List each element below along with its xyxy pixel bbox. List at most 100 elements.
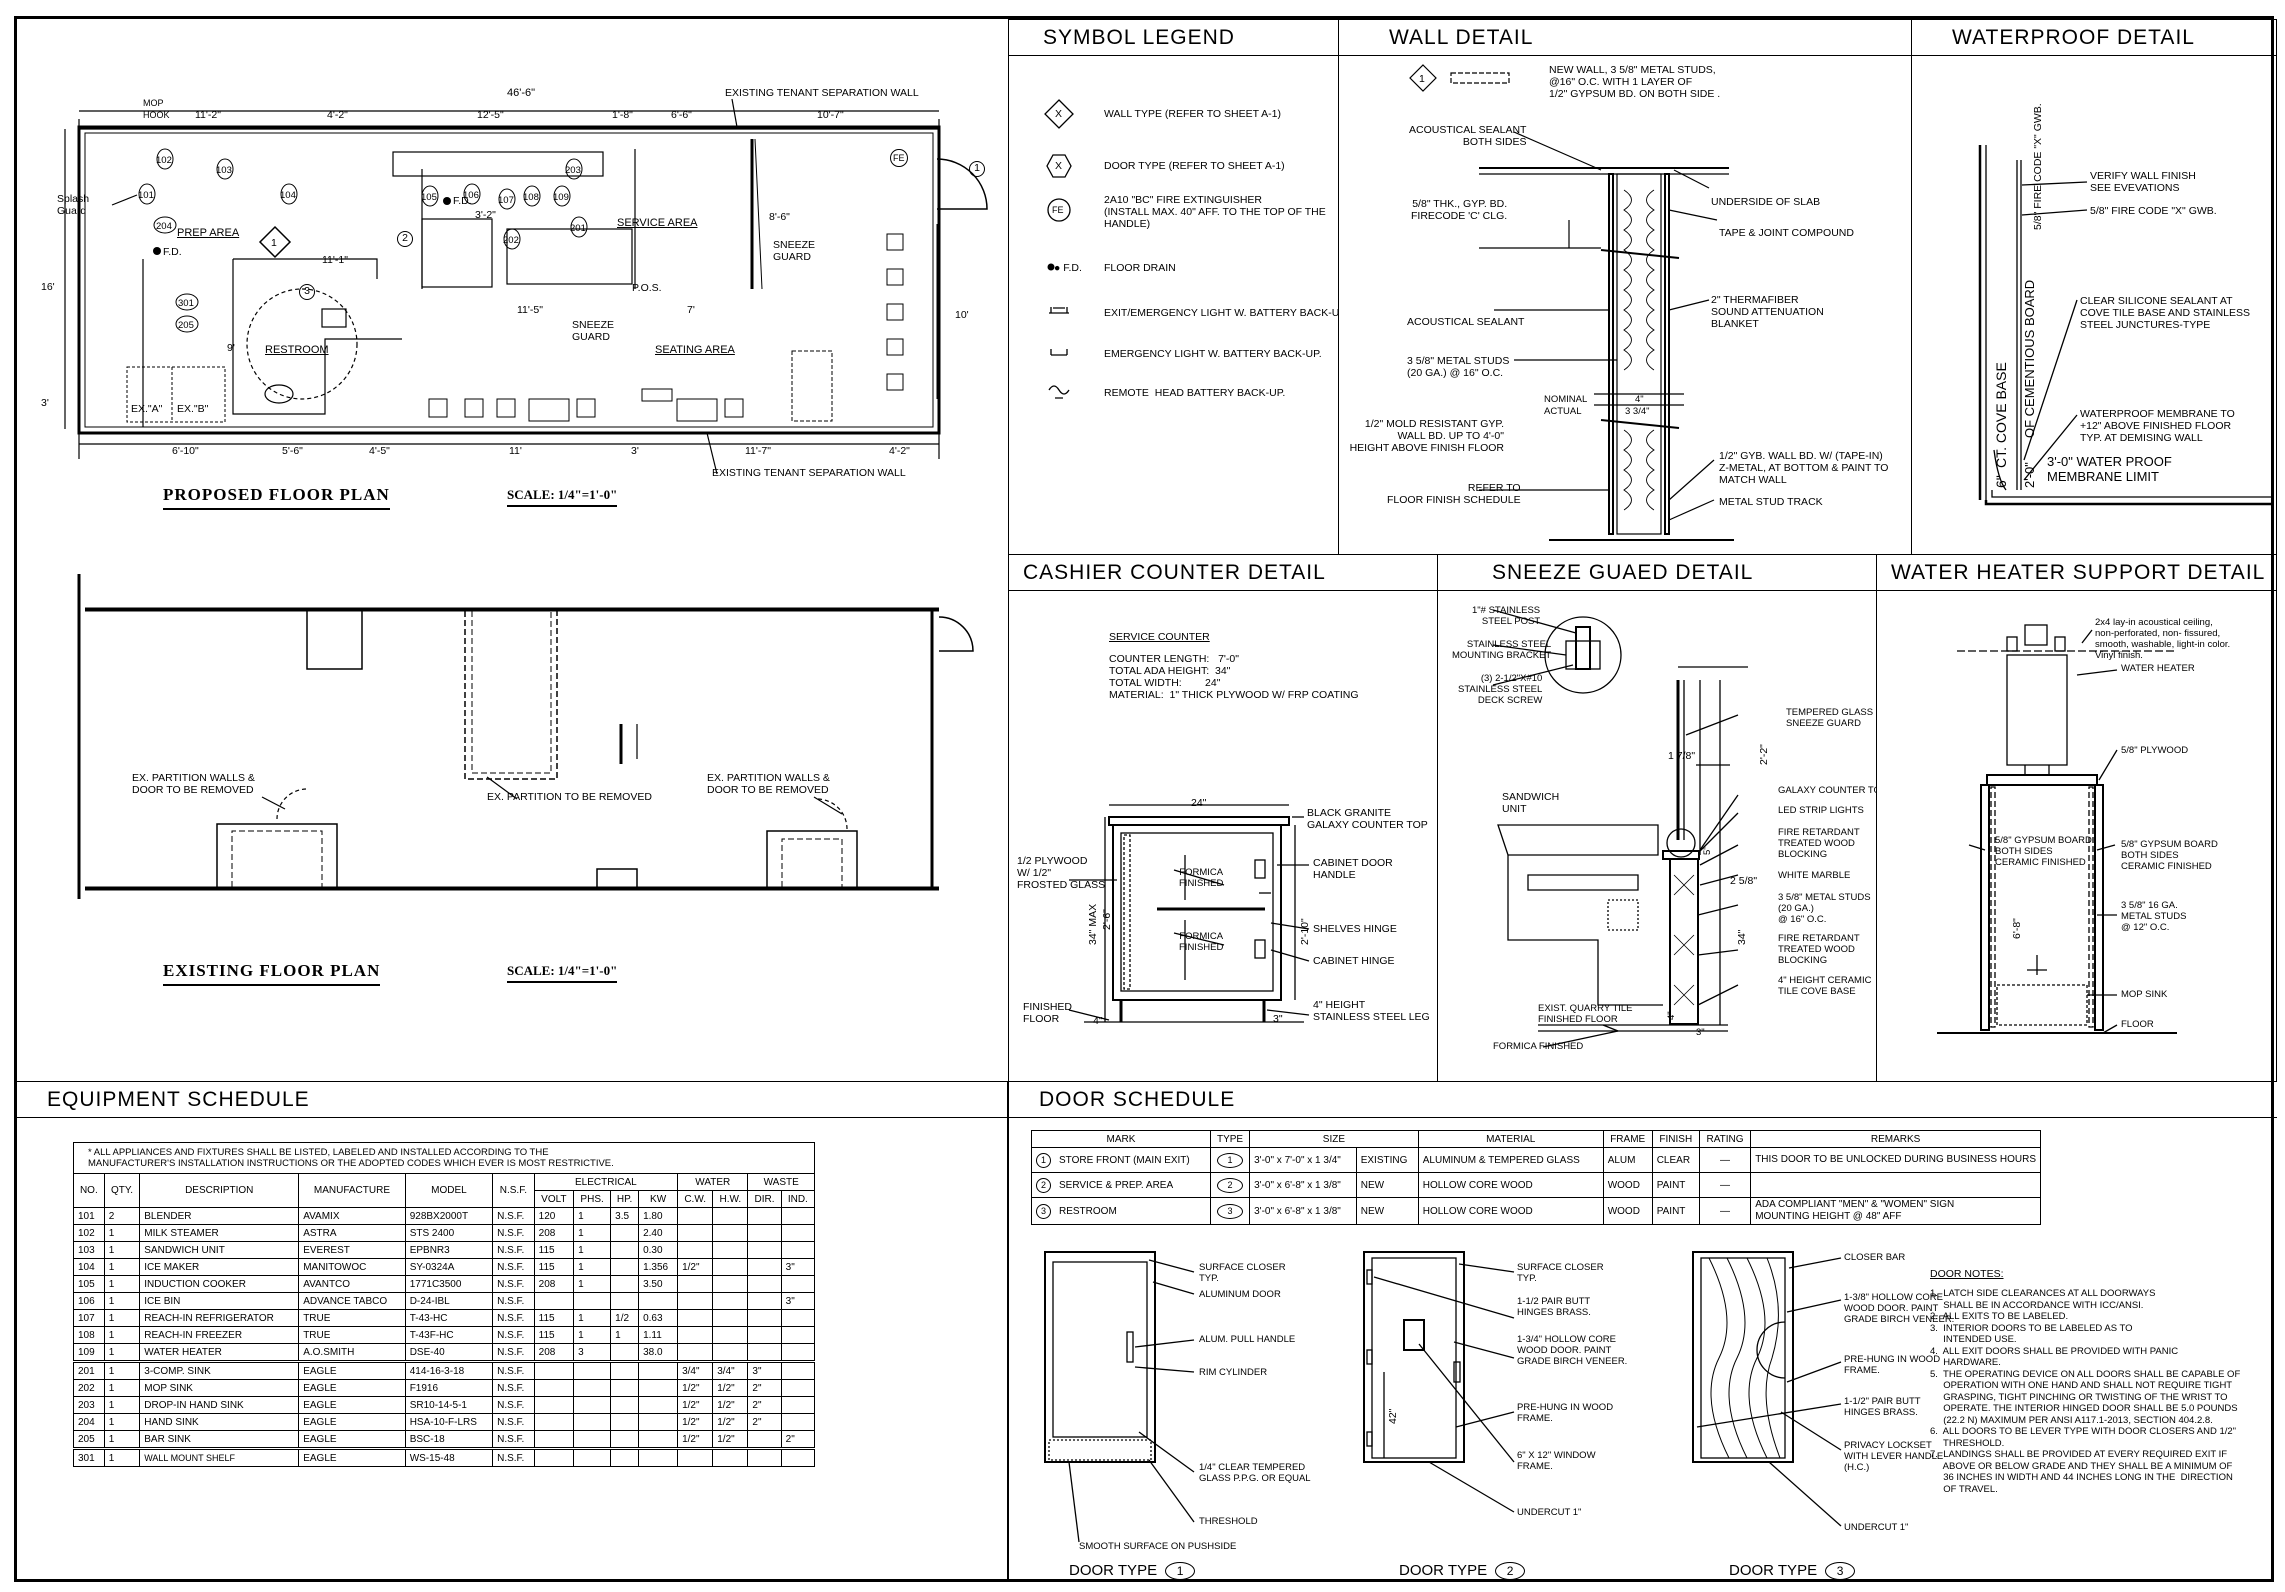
table-cell — [780, 1448, 816, 1467]
table-cell: 1/2" — [677, 1379, 714, 1397]
service-counter-specs: COUNTER LENGTH: 7'-0" TOTAL ADA HEIGHT: … — [1109, 653, 1359, 701]
wall-section-drawing — [1409, 64, 1734, 541]
table-cell: 414-16-3-18 — [404, 1361, 494, 1380]
table-cell: 1/2" — [677, 1430, 714, 1449]
legend-remote-head: REMOTE HEAD BATTERY BACK-UP. — [1104, 387, 1286, 399]
table-cell: 2" — [747, 1379, 782, 1397]
door1-note-glass: 1/4" CLEAR TEMPERED GLASS P.P.G. OR EQUA… — [1199, 1462, 1311, 1484]
table-cell — [610, 1241, 640, 1259]
dim-bottom-2: 5'-6" — [282, 445, 303, 457]
door-type-mark: 2 — [1217, 1177, 1244, 1193]
door2-note-undercut: UNDERCUT 1" — [1517, 1507, 1582, 1518]
table-cell: 1 — [573, 1309, 612, 1327]
table-cell — [533, 1361, 575, 1380]
table-cell — [712, 1258, 749, 1276]
cashier-granite: BLACK GRANITE GALAXY COUNTER TOP — [1307, 807, 1428, 831]
table-cell — [573, 1448, 612, 1467]
door1-note-closer: SURFACE CLOSER TYP. — [1199, 1262, 1286, 1284]
table-cell: 2" — [780, 1430, 816, 1449]
table-cell — [638, 1413, 679, 1431]
table-cell: T-43F-HC — [404, 1326, 494, 1344]
table-cell: 3" — [780, 1258, 816, 1276]
legend-floor-drain: FLOOR DRAIN — [1104, 262, 1176, 274]
table-cell: 2 — [103, 1207, 141, 1225]
cashier-hinge: CABINET HINGE — [1313, 955, 1395, 967]
table-cell — [747, 1275, 782, 1293]
wall-nominal: NOMINAL — [1544, 394, 1588, 405]
table-cell — [610, 1258, 640, 1276]
eq-tag-109: 109 — [553, 192, 569, 203]
door1-note-pull: ALUM. PULL HANDLE — [1199, 1334, 1296, 1345]
table-cell — [677, 1326, 714, 1344]
door-cell-remarks — [1750, 1172, 2041, 1198]
table-cell: EAGLE — [298, 1448, 406, 1467]
table-cell: 115 — [533, 1309, 575, 1327]
door3-note-lockset: PRIVACY LOCKSET WITH LEVER HANDLE (H.C.) — [1844, 1440, 1944, 1473]
table-cell: AVANTCO — [298, 1275, 406, 1293]
col-volt: VOLT — [533, 1190, 575, 1208]
table-cell — [610, 1292, 640, 1310]
door-type-mark: 1 — [1217, 1152, 1244, 1168]
table-cell: 1/2" — [677, 1396, 714, 1414]
equipment-note: * ALL APPLIANCES AND FIXTURES SHALL BE L… — [73, 1142, 815, 1174]
door-mark: 3 — [1036, 1203, 1051, 1219]
eq-tag-108: 108 — [523, 192, 539, 203]
floor-plan-drawing — [64, 98, 988, 899]
table-cell: N.S.F. — [492, 1396, 535, 1414]
sneeze-detail-title: SNEEZE GUAED DETAIL — [1492, 561, 1754, 584]
door1-note-threshold: THRESHOLD — [1199, 1516, 1258, 1527]
wall-note-new: NEW WALL, 3 5/8" METAL STUDS, @16" O.C. … — [1549, 64, 1721, 100]
table-cell: D-24-IBL — [404, 1292, 494, 1310]
table-cell — [712, 1326, 749, 1344]
door-location: STORE FRONT (MAIN EXIT) — [1059, 1154, 1190, 1166]
table-cell — [780, 1343, 816, 1362]
door2-note-prehung: PRE-HUNG IN WOOD FRAME. — [1517, 1402, 1614, 1424]
table-cell: ICE MAKER — [139, 1258, 300, 1276]
table-cell: REACH-IN REFRIGERATOR — [139, 1309, 300, 1327]
wall-detail-panel: WALL DETAIL — [1338, 19, 1912, 555]
table-cell: 1/2" — [677, 1258, 714, 1276]
table-cell — [610, 1396, 640, 1414]
table-cell: EAGLE — [298, 1396, 406, 1414]
sneeze-galaxy: GALAXY COUNTER TOP — [1778, 785, 1877, 796]
table-cell — [638, 1379, 679, 1397]
table-cell — [610, 1343, 640, 1362]
wall-detail-title: WALL DETAIL — [1389, 26, 1534, 49]
door-notes-title: DOOR NOTES: — [1930, 1268, 2004, 1280]
door-cell-type: 3 — [1209, 1197, 1251, 1225]
table-cell: 3" — [747, 1361, 782, 1380]
wall-note-track: METAL STUD TRACK — [1719, 496, 1823, 508]
equipment-schedule-title: EQUIPMENT SCHEDULE — [47, 1088, 310, 1111]
door3-note-core: 1-3/8" HOLLOW CORE WOOD DOOR. PAINT GRAD… — [1844, 1292, 1955, 1325]
waterproof-drawing — [1978, 145, 2272, 506]
col-kw: KW — [638, 1190, 679, 1208]
table-cell: N.S.F. — [492, 1379, 535, 1397]
table-cell — [573, 1361, 612, 1380]
table-cell: 105 — [73, 1275, 105, 1293]
table-cell: 208 — [533, 1224, 575, 1242]
wp-note-membrane: WATERPROOF MEMBRANE TO +12" ABOVE FINISH… — [2080, 408, 2235, 444]
table-cell: 101 — [73, 1207, 105, 1225]
proposed-plan-scale: SCALE: 1/4"=1'-0" — [507, 487, 618, 507]
table-cell: 204 — [73, 1413, 105, 1431]
table-cell — [677, 1224, 714, 1242]
door-type-mark: 3 — [1217, 1203, 1244, 1219]
door-cell-size: 3'-0" x 6'-8" x 1 3/8" — [1249, 1197, 1357, 1225]
dim-3-2: 3'-2" — [475, 209, 496, 221]
floor-plans-panel: 46'-6" 11'-2" 4'-2" 12'-5" 1'-8" 6'-6" 1… — [17, 19, 1008, 1081]
cashier-leg: 4" HEIGHT STAINLESS STEEL LEG — [1313, 999, 1430, 1023]
cashier-shelves: SHELVES HINGE — [1313, 923, 1397, 935]
table-cell: 928BX2000T — [404, 1207, 494, 1225]
table-cell — [747, 1207, 782, 1225]
table-cell: N.S.F. — [492, 1309, 535, 1327]
restroom-label: RESTROOM — [265, 344, 329, 356]
cashier-d210: 2'-10" — [1299, 918, 1311, 945]
symbol-legend-panel: SYMBOL LEGEND X WALL TYPE (REFER TO SHEE… — [1008, 19, 1339, 555]
table-cell: N.S.F. — [492, 1292, 535, 1310]
table-cell: 102 — [73, 1224, 105, 1242]
legend-fire-extinguisher: 2A10 "BC" FIRE EXTINGUISHER (INSTALL MAX… — [1104, 194, 1326, 230]
